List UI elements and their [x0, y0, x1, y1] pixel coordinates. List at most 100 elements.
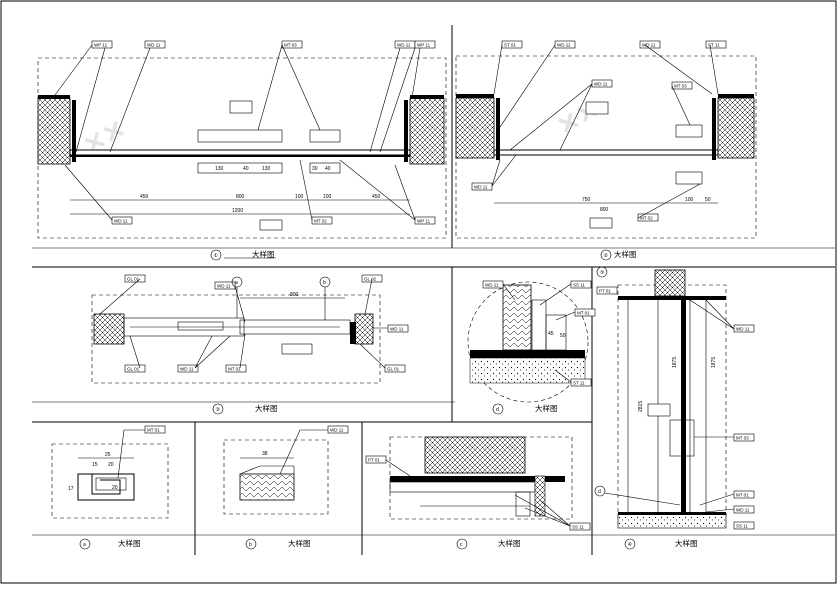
tag-wd11-3a: WD 11: [214, 281, 236, 290]
svg-text:✕✕: ✕✕: [552, 94, 605, 142]
detail-4: 2815 1875 1875 PT 01 WD 11 MT 03 MT 01 W…: [594, 266, 755, 550]
tag-wd11-4: WD 11: [733, 324, 755, 333]
svg-text:大样图: 大样图: [614, 249, 637, 259]
tag-wd11-2c: WD 11: [591, 79, 613, 88]
svg-text:100: 100: [295, 194, 304, 200]
svg-text:25: 25: [105, 452, 111, 458]
svg-text:1875: 1875: [672, 357, 678, 368]
tag-ss11-4: SS 11: [733, 521, 755, 530]
svg-text:800: 800: [600, 207, 609, 213]
svg-text:WD 11: WD 11: [485, 283, 499, 288]
svg-text:⑤: ⑤: [600, 270, 605, 276]
svg-text:WD 11: WD 11: [390, 327, 404, 332]
svg-text:MT 02: MT 02: [640, 216, 653, 221]
svg-text:大样图: 大样图: [252, 249, 275, 259]
svg-text:WP 11: WP 11: [94, 43, 108, 48]
svg-text:大样图: 大样图: [675, 538, 698, 548]
tag-wd11-3c: WD 11: [177, 364, 199, 373]
tag-mt01-a: MT 01: [144, 425, 166, 434]
svg-text:MT 02: MT 02: [314, 219, 327, 224]
svg-text:PT 01: PT 01: [599, 289, 611, 294]
svg-text:750: 750: [582, 197, 591, 203]
svg-text:MT 01: MT 01: [147, 428, 160, 433]
tag-wd11-1b: WD 11: [394, 40, 416, 49]
svg-text:GL 02: GL 02: [364, 277, 377, 282]
svg-text:MT 01: MT 01: [228, 367, 241, 372]
svg-text:WD 11: WD 11: [642, 43, 656, 48]
svg-text:大样图: 大样图: [255, 403, 278, 413]
svg-text:45: 45: [548, 331, 554, 337]
svg-text:大样图: 大样图: [118, 538, 141, 548]
svg-text:SS 11: SS 11: [736, 524, 748, 529]
svg-text:20: 20: [112, 485, 118, 491]
svg-text:MT 01: MT 01: [577, 311, 590, 316]
svg-text:17: 17: [68, 486, 74, 492]
svg-text:100: 100: [685, 197, 694, 203]
svg-text:PT 01: PT 01: [368, 458, 380, 463]
svg-text:WD 11: WD 11: [147, 43, 161, 48]
svg-text:WD 11: WD 11: [217, 284, 231, 289]
svg-text:ST 01: ST 01: [504, 43, 516, 48]
svg-text:MT 01: MT 01: [736, 493, 749, 498]
svg-text:30: 30: [312, 166, 318, 172]
tag-ss11-d: SS 11: [570, 280, 592, 289]
svg-text:20: 20: [108, 462, 114, 468]
tag-wd11-1a: WD 11: [144, 40, 166, 49]
tag-wp11-1c: WP 11: [414, 216, 436, 225]
svg-text:ST 11: ST 11: [708, 43, 720, 48]
tag-st11-d: ST 11: [570, 378, 592, 387]
svg-text:大样图: 大样图: [498, 538, 521, 548]
svg-text:MT 03: MT 03: [284, 43, 297, 48]
svg-text:WD 11: WD 11: [557, 43, 571, 48]
svg-text:a: a: [235, 280, 238, 286]
svg-text:50: 50: [705, 197, 711, 203]
tag-mt02-2: MT 02: [637, 213, 659, 222]
svg-text:ST 11: ST 11: [573, 381, 585, 386]
svg-text:WD 11: WD 11: [474, 185, 488, 190]
svg-text:WD 11: WD 11: [330, 428, 344, 433]
tag-mt01-d: MT 01: [574, 308, 596, 317]
svg-text:1875: 1875: [711, 357, 717, 368]
svg-text:b: b: [323, 280, 326, 286]
svg-text:②: ②: [604, 253, 609, 259]
tag-mt02-1: MT 02: [311, 216, 333, 225]
tag-pt01-c: PT 01: [365, 455, 387, 464]
svg-text:WD 11: WD 11: [397, 43, 411, 48]
detail-1: 450 800 100 100 450 1200 130 40 130 30 4…: [37, 40, 447, 261]
svg-text:WD 11: WD 11: [594, 82, 608, 87]
svg-text:d: d: [496, 407, 499, 413]
tag-gl02-3: GL 02: [361, 274, 383, 283]
tag-mt03-2: MT 03: [671, 81, 693, 90]
detail-2: 750 100 50 800 ST 01 WD 11 WD 11 ST 11 W…: [455, 40, 757, 261]
svg-text:大样图: 大样图: [535, 403, 558, 413]
svg-text:15: 15: [92, 462, 98, 468]
svg-text:①: ①: [214, 253, 219, 259]
svg-text:GL 01: GL 01: [127, 367, 140, 372]
svg-text:SS 11: SS 11: [572, 525, 584, 530]
tag-gl01-3: GL 01: [124, 274, 146, 283]
tag-wp11-1b: WP 11: [414, 40, 436, 49]
svg-text:c: c: [460, 542, 463, 548]
svg-text:40: 40: [243, 166, 249, 172]
svg-text:130: 130: [262, 166, 271, 172]
svg-text:WD 11: WD 11: [114, 219, 128, 224]
tag-wd11-b: WD 11: [327, 425, 349, 434]
tag-wd11-3b: WD 11: [387, 324, 409, 333]
tag-wd11-1c: WD 11: [111, 216, 133, 225]
svg-text:800: 800: [236, 194, 245, 200]
detail-3: 800 GL 01 GL 02 WD 11 WD 11 GL 01 WD 11 …: [91, 274, 409, 415]
svg-text:38: 38: [262, 451, 268, 457]
svg-text:b: b: [249, 542, 252, 548]
svg-text:MT 03: MT 03: [736, 436, 749, 441]
tag-ss11-c: SS 11: [569, 522, 591, 531]
svg-text:③: ③: [216, 407, 221, 413]
svg-text:WD 11: WD 11: [736, 508, 750, 513]
svg-text:50: 50: [560, 333, 566, 339]
svg-text:d: d: [598, 489, 601, 495]
detail-d: 45 50 WD 11 SS 11 MT 01 ST 11 d 大样图: [467, 280, 596, 415]
tag-wd11-d: WD 11: [482, 280, 504, 289]
tag-mt01-4: MT 01: [733, 490, 755, 499]
tag-st01-2: ST 01: [501, 40, 523, 49]
